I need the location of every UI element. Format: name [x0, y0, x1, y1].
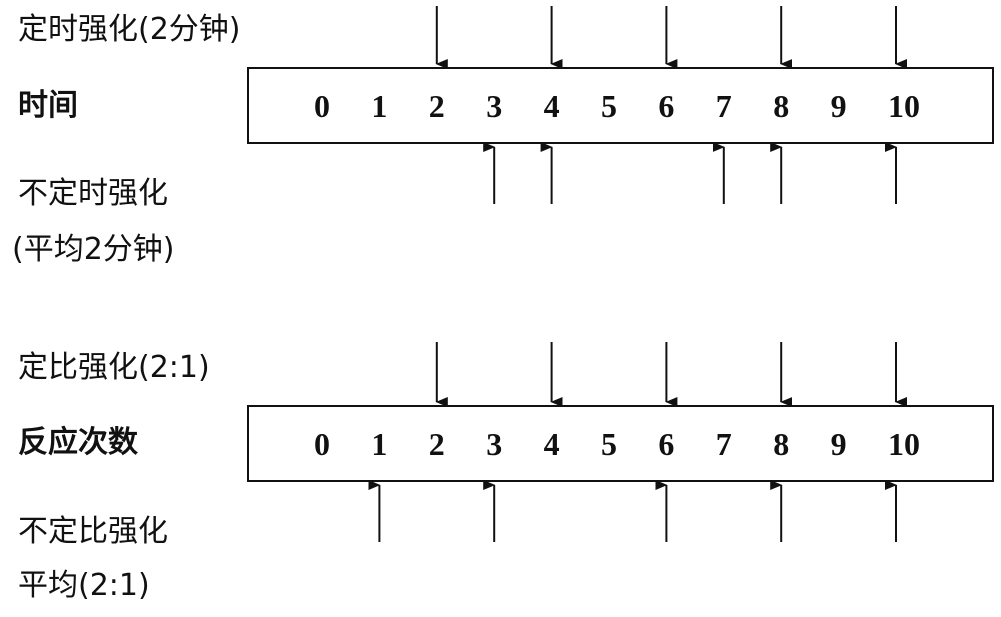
variable-ratio-label-line1: 不定比强化 [18, 514, 168, 549]
axis-tick-3: 3 [486, 88, 502, 124]
axis-tick-4: 4 [544, 426, 560, 462]
time-axis-label: 时间 [18, 88, 78, 123]
axis-tick-5: 5 [601, 88, 617, 124]
time-axis-box [247, 67, 994, 144]
axis-tick-5: 5 [601, 426, 617, 462]
axis-tick-2: 2 [429, 88, 445, 124]
axis-tick-2: 2 [429, 426, 445, 462]
axis-tick-1: 1 [371, 426, 387, 462]
variable-interval-label-line2: (平均2分钟) [12, 232, 175, 267]
axis-tick-6: 6 [658, 426, 674, 462]
axis-tick-7: 7 [716, 426, 732, 462]
axis-tick-10: 10 [888, 88, 920, 124]
axis-tick-0: 0 [314, 88, 330, 124]
variable-ratio-label-line2: 平均(2:1) [18, 568, 150, 603]
axis-tick-10: 10 [888, 426, 920, 462]
axis-tick-4: 4 [544, 88, 560, 124]
axis-tick-8: 8 [773, 426, 789, 462]
axis-tick-9: 9 [831, 88, 847, 124]
axis-tick-1: 1 [371, 88, 387, 124]
fixed-ratio-label: 定比强化(2:1) [18, 350, 210, 385]
axis-tick-7: 7 [716, 88, 732, 124]
variable-interval-label-line1: 不定时强化 [18, 176, 168, 211]
fixed-interval-label: 定时强化(2分钟) [18, 12, 241, 47]
axis-tick-8: 8 [773, 88, 789, 124]
axis-tick-9: 9 [831, 426, 847, 462]
response-count-axis-label: 反应次数 [18, 425, 138, 460]
response-axis-box [247, 405, 994, 482]
axis-tick-0: 0 [314, 426, 330, 462]
axis-tick-3: 3 [486, 426, 502, 462]
axis-tick-6: 6 [658, 88, 674, 124]
